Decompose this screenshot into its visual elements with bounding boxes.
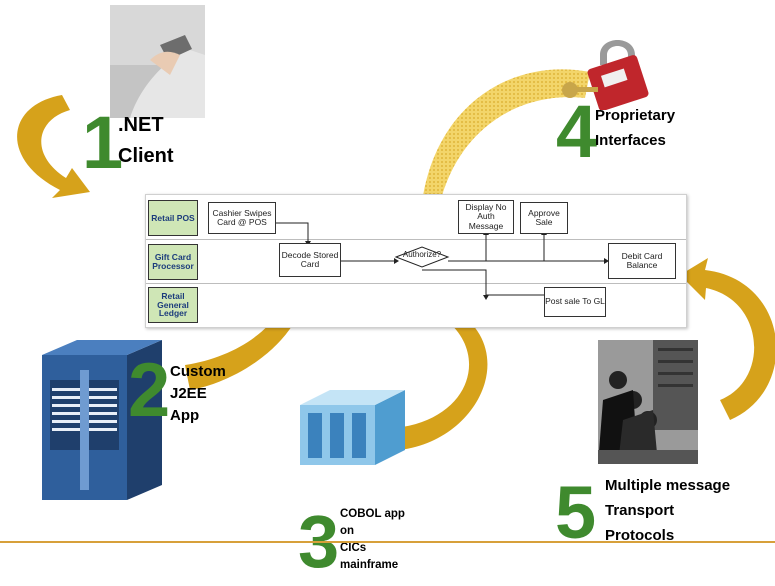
- step-label-line: Multiple message: [605, 477, 731, 494]
- arrow-step3: [395, 300, 488, 450]
- authorize-diamond: [394, 246, 450, 268]
- lane-label-retail-general-ledger: Retail General Ledger: [148, 287, 198, 323]
- step-label-line: App: [170, 407, 200, 424]
- padlock-key-photo: [560, 35, 655, 111]
- step-label-5: Multiple message Transport Protocols: [605, 473, 730, 548]
- box-display-no-auth: Display No Auth Message: [458, 200, 514, 234]
- step-label-line: Interfaces: [595, 132, 666, 149]
- box-debit-card-balance: Debit Card Balance: [608, 243, 676, 279]
- swimlane-flowchart: Retail POS Gift Card Processor Retail Ge…: [145, 194, 687, 328]
- box-approve-sale: Approve Sale: [520, 202, 568, 234]
- server-rack-image: [42, 340, 170, 500]
- server-rack-icon: [42, 340, 162, 500]
- step-label-2: Custom J2EE App: [170, 361, 226, 427]
- switchboard-operators-photo: [598, 340, 698, 464]
- flow-connectors: [276, 222, 609, 300]
- box-cashier-swipes: Cashier Swipes Card @ POS: [208, 202, 276, 234]
- step-label-1: .NET Client: [118, 110, 174, 172]
- step-label-4: Proprietary Interfaces: [595, 103, 675, 153]
- step-label-3: COBOL app on CICs mainframe: [340, 506, 405, 574]
- card-swipe-icon: [110, 5, 205, 118]
- step-number-1: 1: [82, 101, 124, 184]
- card-swipe-photo: [110, 5, 205, 118]
- step-label-line: J2EE: [170, 385, 207, 402]
- step-number-5: 5: [555, 471, 597, 554]
- box-decode-stored-card: Decode Stored Card: [279, 243, 341, 277]
- lane-label-retail-pos: Retail POS: [148, 200, 198, 236]
- mainframe-icon: [300, 390, 405, 465]
- step-label-line: on: [340, 525, 355, 537]
- step-label-line: COBOL app: [340, 508, 405, 520]
- step-label-line: mainframe: [340, 559, 399, 571]
- step-label-line: Custom: [170, 363, 226, 380]
- step-number-4: 4: [556, 90, 598, 173]
- slide-footer-rule: [0, 541, 775, 543]
- step-label-line: Protocols: [605, 527, 675, 544]
- step-label-line: Client: [118, 145, 174, 167]
- arrow-step5: [680, 258, 775, 420]
- arrow-step1: [17, 95, 90, 198]
- switchboard-icon: [598, 340, 698, 464]
- step-number-2: 2: [128, 348, 171, 433]
- lane-label-gift-card-processor: Gift Card Processor: [148, 244, 198, 280]
- padlock-key-icon: [562, 40, 649, 111]
- lane-divider: [146, 239, 686, 240]
- step-label-line: Proprietary: [595, 107, 676, 124]
- lane-divider: [146, 283, 686, 284]
- label-authorize: Authorize?: [402, 250, 442, 259]
- box-post-sale-to-gl: Post sale To GL: [544, 287, 606, 317]
- step-label-line: Transport: [605, 502, 675, 519]
- mainframe-image: [300, 385, 405, 465]
- step-label-line: CICs: [340, 542, 367, 554]
- step-label-line: .NET: [118, 114, 164, 136]
